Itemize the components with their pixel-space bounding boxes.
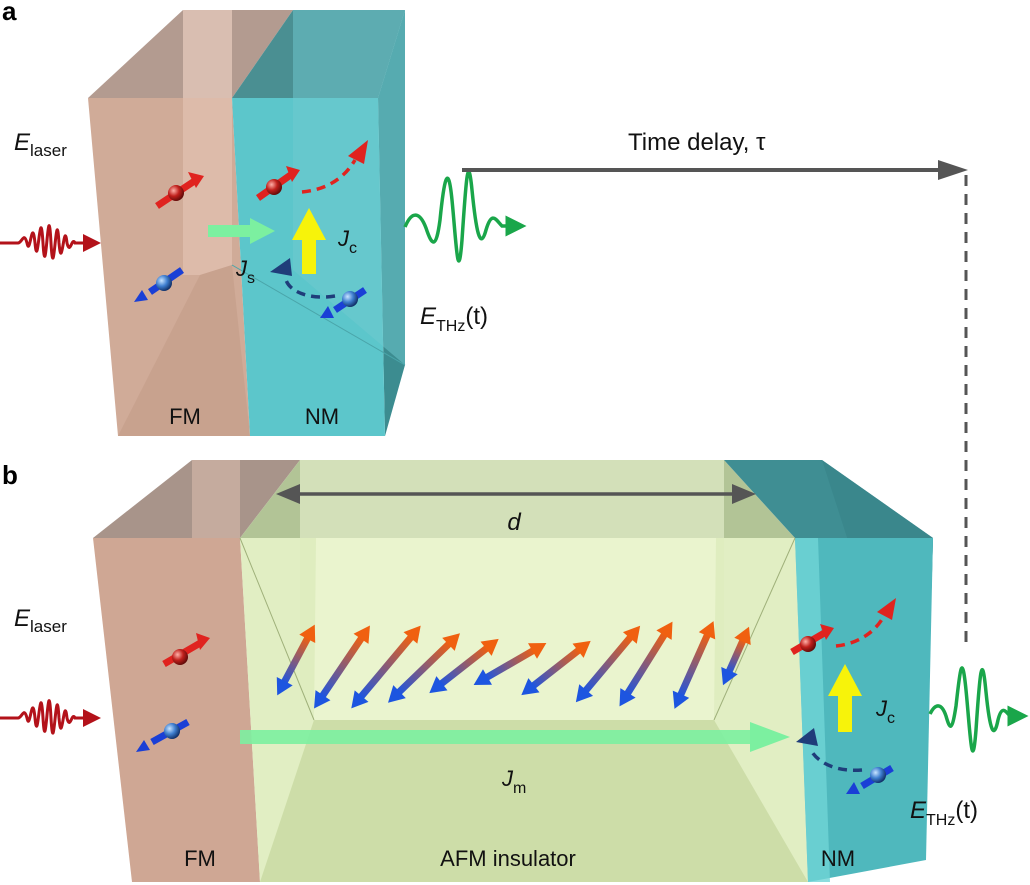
afm-spin-arrows — [276, 621, 751, 709]
fm-back-face — [183, 10, 232, 275]
deflection-up-path-b — [835, 615, 886, 648]
electron-down-fm-b — [164, 723, 180, 739]
deflection-up-path-a — [301, 159, 357, 194]
electron-down-nm-b — [870, 767, 886, 783]
afm-spin-4 — [388, 633, 460, 703]
charge-current-arrow-a — [302, 240, 316, 274]
e-laser-label-b: Elaser — [14, 605, 67, 636]
nm-front-face-b — [795, 538, 933, 882]
panel-a-label: a — [2, 0, 17, 26]
spin-current-arrow-a — [208, 225, 250, 237]
electron-down-fm-a — [156, 275, 172, 291]
afm-spin-11 — [721, 626, 751, 686]
afm-label: AFM insulator — [440, 846, 576, 871]
e-thz-label-b: ETHz(t) — [910, 797, 978, 829]
electron-up-nm-b — [800, 636, 816, 652]
laser-pulse-a — [0, 224, 101, 260]
afm-spin-3 — [351, 625, 421, 709]
afm-spin-8 — [575, 625, 641, 703]
nm-label-b: NM — [821, 846, 855, 871]
afm-spin-1 — [276, 624, 316, 696]
afm-spin-5 — [429, 638, 499, 694]
electron-up-fm-a — [168, 185, 184, 201]
afm-spin-2 — [314, 625, 370, 709]
j-m-label: Jm — [501, 766, 526, 797]
deflection-down-path-a — [284, 279, 336, 299]
time-delay-indicator: Time delay, τ — [462, 129, 968, 650]
thz-pulse-a — [403, 170, 527, 263]
thickness-label: d — [507, 509, 521, 536]
charge-current-arrow-b — [838, 696, 852, 732]
e-laser-label-a: Elaser — [14, 129, 67, 160]
j-c-label-a: Jc — [337, 226, 357, 257]
electron-up-nm-a — [266, 179, 282, 195]
fm-layer-a — [88, 10, 293, 436]
fm-front-face-b — [93, 538, 260, 882]
afm-spin-10 — [672, 621, 716, 709]
magnon-current-arrow — [240, 730, 752, 744]
deflection-down-path-b — [810, 750, 863, 773]
fm-label-b: FM — [184, 846, 216, 871]
afm-spin-9 — [619, 621, 673, 707]
time-delay-label: Time delay, τ — [628, 129, 766, 156]
panel-b-label: b — [2, 460, 18, 490]
nm-label-a: NM — [305, 404, 339, 429]
e-thz-label-a: ETHz(t) — [420, 303, 488, 335]
panel-b: b FM AFM insulator NM d Elaser — [0, 460, 1029, 882]
panel-a: a FM NM Elaser — [0, 0, 527, 436]
j-s-label: Js — [235, 256, 255, 287]
electron-down-nm-a — [342, 291, 358, 307]
fm-label-a: FM — [169, 404, 201, 429]
j-c-label-b: Jc — [875, 696, 895, 727]
afm-spin-6 — [473, 643, 547, 685]
laser-pulse-b — [0, 699, 101, 735]
afm-spin-7 — [521, 640, 591, 696]
electron-up-fm-b — [172, 649, 188, 665]
thz-pulse-b — [928, 666, 1029, 753]
